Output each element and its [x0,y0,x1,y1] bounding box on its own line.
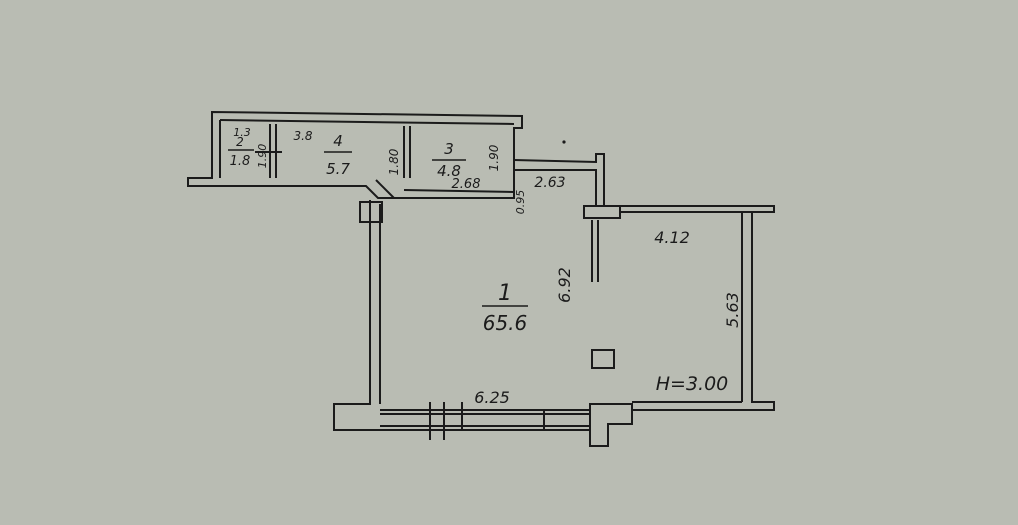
dim-2-63: 2.63 [534,175,565,191]
dim-1-80: 1.80 [387,148,401,175]
window-mullions [429,402,545,440]
stub-wall-top [513,153,605,207]
dim-6-92: 6.92 [555,267,574,303]
dim-4-12: 4.12 [654,228,690,247]
room2-number: 2 [236,135,244,149]
dot-mark [562,140,566,144]
partition-room1 [591,220,599,282]
room4-number: 4 [333,132,343,150]
dim-1-90-small: 1.90 [256,144,269,169]
dim-2-68: 2.68 [452,177,481,192]
partition-4-3 [403,126,411,178]
column-left [359,201,383,223]
column-top [583,205,621,219]
dim-0-95: 0.95 [514,190,527,215]
equipment-box [591,349,615,369]
upper-block-outline [187,110,523,199]
room3-bottom-wall [403,189,515,193]
dim-1-3: 1.3 [233,126,251,139]
room1-right-wall [620,205,775,411]
room4-area: 5.7 [326,160,350,178]
window-lines [380,409,590,427]
room3-area: 4.8 [437,162,461,180]
entrance-block [589,403,633,447]
dim-3-8: 3.8 [293,129,312,143]
room1-area: 65.6 [483,311,528,335]
fraction-bars [228,149,528,307]
upper-inner-wall [219,119,515,125]
walls [187,110,775,447]
ceiling-height-label: H=3.00 [656,373,729,395]
dim-1-90-room3: 1.90 [487,144,501,171]
room3-number: 3 [444,140,454,158]
room1-number: 1 [498,281,512,306]
room1-left-bottom-wall [333,200,590,431]
dim-6-25: 6.25 [474,388,510,407]
dim-5-63: 5.63 [723,292,742,328]
door-marker [375,179,395,199]
room2-area: 1.8 [230,154,251,169]
